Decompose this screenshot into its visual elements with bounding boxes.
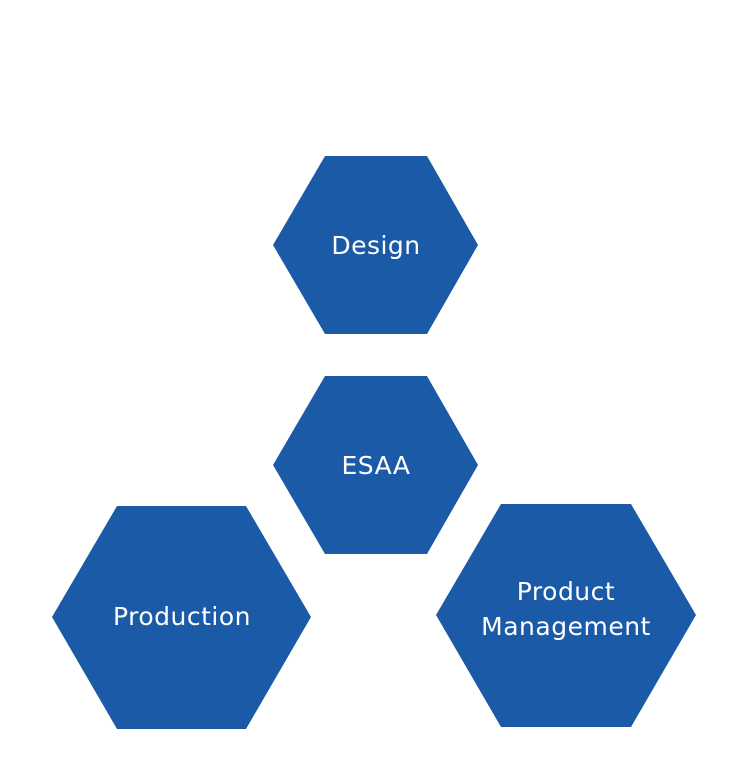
design-node: Design [273, 156, 478, 334]
production-label: Production [113, 602, 251, 631]
design-hexagon [273, 156, 478, 334]
product-management-label-line2: Management [481, 612, 651, 641]
esaa-hexagon [273, 376, 478, 554]
product-management-node: Product Management [436, 504, 696, 727]
product-management-hexagon [436, 504, 696, 727]
production-node: Production [52, 506, 311, 729]
esaa-node: ESAA [273, 376, 478, 554]
production-hexagon [52, 506, 311, 729]
esaa-label: ESAA [341, 451, 410, 480]
product-management-label-line1: Product [517, 577, 615, 606]
design-label: Design [331, 231, 420, 260]
